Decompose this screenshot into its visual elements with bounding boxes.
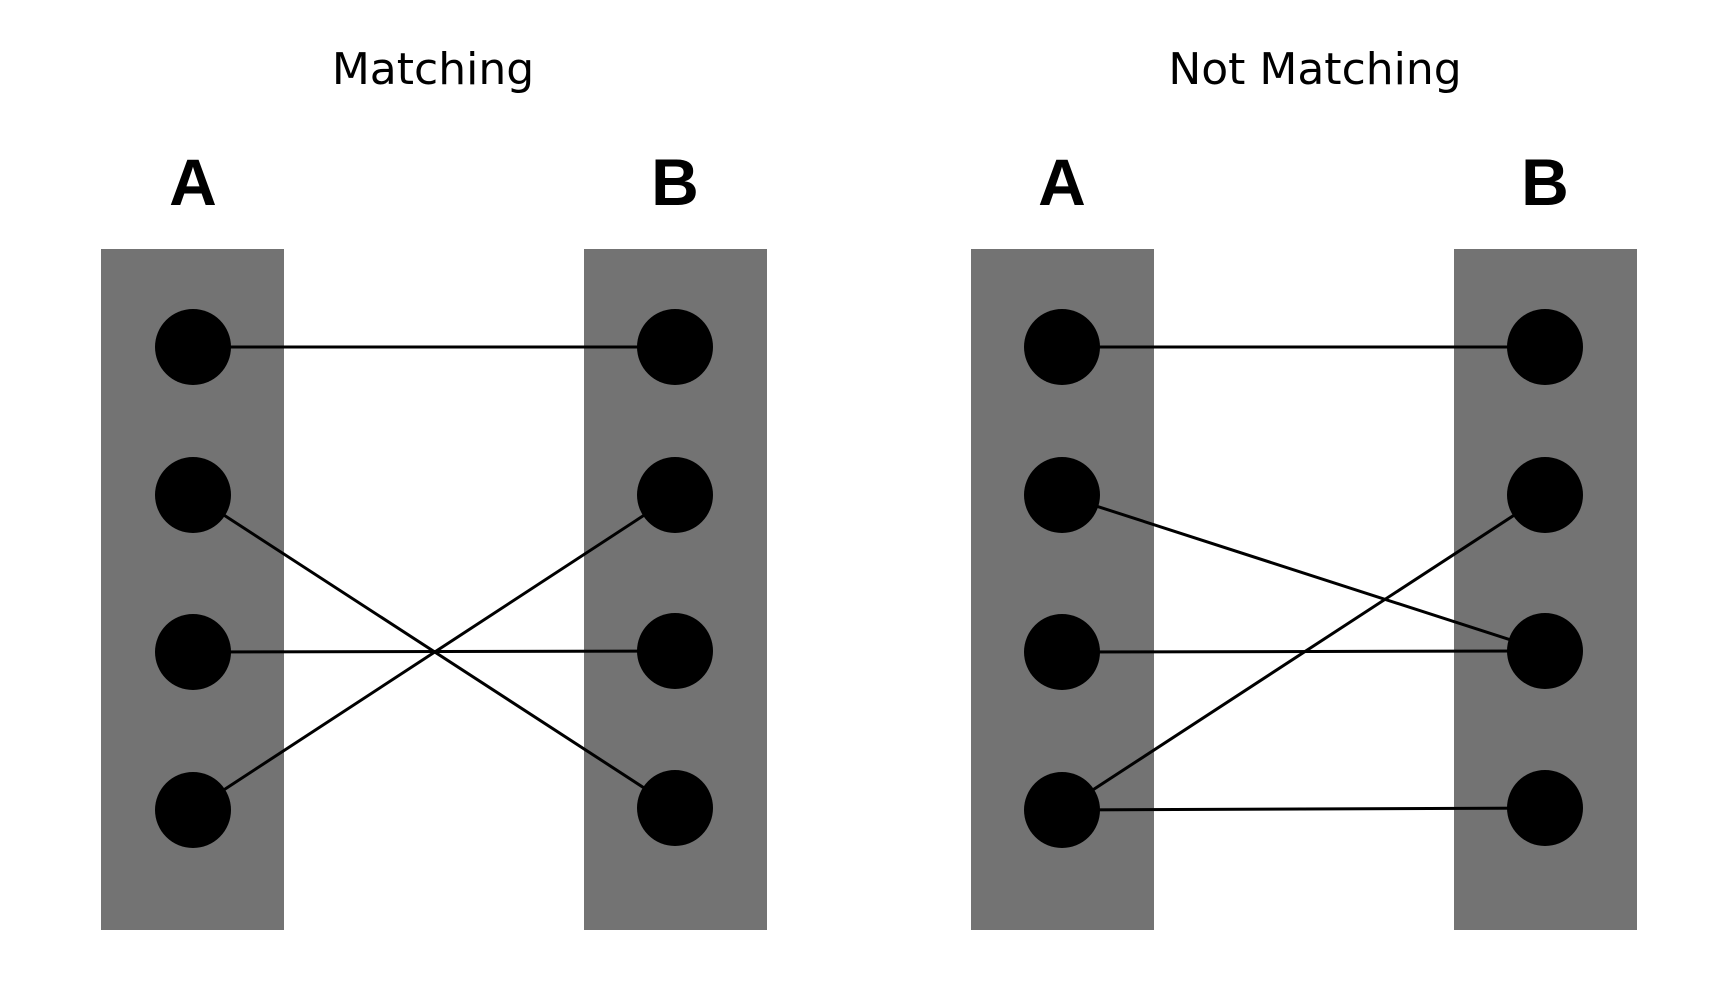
node-b1 xyxy=(637,309,713,385)
node-a1 xyxy=(155,309,231,385)
node-b4 xyxy=(1507,770,1583,846)
node-a1 xyxy=(1024,309,1100,385)
edge-group xyxy=(1061,345,1546,812)
node-b3 xyxy=(637,613,713,689)
diagram-title: Matching xyxy=(332,44,534,95)
node-b1 xyxy=(1507,309,1583,385)
edge-a4-b2 xyxy=(1061,493,1546,812)
diagram-not-matching: Not Matching A B xyxy=(971,44,1637,930)
node-group xyxy=(1024,309,1583,848)
diagram-matching: Matching A B xyxy=(101,44,767,930)
node-a4 xyxy=(155,772,231,848)
node-a3 xyxy=(155,614,231,690)
set-b-label: B xyxy=(1521,145,1569,219)
diagram-title: Not Matching xyxy=(1168,44,1461,95)
set-b-label: B xyxy=(651,145,699,219)
node-a2 xyxy=(155,457,231,533)
set-a-label: A xyxy=(169,145,217,219)
node-b2 xyxy=(637,457,713,533)
edge-group xyxy=(192,345,676,812)
edge-a4-b2 xyxy=(192,493,676,812)
edge-a4-b4 xyxy=(1061,806,1546,812)
edge-a2-b3 xyxy=(1061,493,1546,653)
node-a4 xyxy=(1024,772,1100,848)
node-b2 xyxy=(1507,457,1583,533)
node-group xyxy=(155,309,713,848)
set-a-label: A xyxy=(1038,145,1086,219)
node-a2 xyxy=(1024,457,1100,533)
node-b3 xyxy=(1507,613,1583,689)
node-a3 xyxy=(1024,614,1100,690)
node-b4 xyxy=(637,770,713,846)
